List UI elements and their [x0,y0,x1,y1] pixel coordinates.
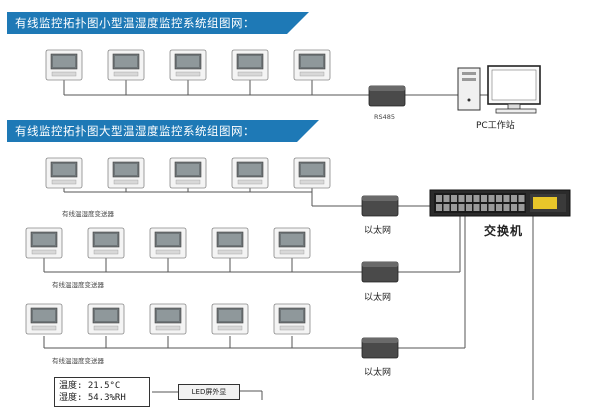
large-row1-sensor-1 [45,157,83,189]
large-row2-sensor-5 [273,227,311,259]
small-sensor-4 [231,49,269,81]
switch-port [518,204,525,211]
switch-port [443,204,450,211]
small-system-bus [63,80,488,96]
temperature-humidity-readout: 温度: 21.5°C 湿度: 54.3%RH [54,377,150,407]
switch-port [473,204,480,211]
led-display-label: LED屏外显 [178,384,240,400]
ethernet-converter-3 [361,337,399,359]
large-row1-sensor-5 [293,157,331,189]
switch-port [458,204,465,211]
rs485-label: RS485 [374,113,396,121]
large-row1-sensor-3 [169,157,207,189]
switch-port [436,204,442,211]
large-system-title: 有线监控拓扑图大型温湿度监控系统组图网： [7,120,319,142]
large-row2-sensor-4 [211,227,249,259]
pc-workstation [457,65,541,114]
switch-port [503,204,510,211]
switch-port [496,195,502,202]
small-sensor-3 [169,49,207,81]
switch-port [481,204,487,211]
large-row3-sensor-2 [87,303,125,335]
switch-port [451,204,457,211]
ethernet-converter-2 [361,261,399,283]
ethernet-label-2: 以太网 [364,293,392,303]
switch-port [481,195,487,202]
switch-port [511,204,517,211]
switch-port [496,204,502,211]
pc-workstation-label: PC工作站 [476,121,515,131]
transmitter-label-row3: 有线温湿度变送器 [52,357,104,365]
ethernet-label-3: 以太网 [364,368,392,378]
switch-label: 交换机 [484,224,524,238]
small-system-title: 有线监控拓扑图小型温湿度监控系统组图网： [7,12,309,34]
rs485-converter [368,85,406,107]
large-row3-sensor-1 [25,303,63,335]
switch-port [436,195,442,202]
transmitter-label-row1: 有线温湿度变送器 [62,210,114,218]
switch-port [473,195,480,202]
switch-port [511,195,517,202]
switch-port [488,195,495,202]
switch-port [488,204,495,211]
small-sensor-5 [293,49,331,81]
readout-temperature: 温度: 21.5°C [59,381,121,391]
small-sensor-1 [45,49,83,81]
switch-port [443,195,450,202]
large-row3-sensor-3 [149,303,187,335]
large-row3-sensor-5 [273,303,311,335]
switch-port [518,195,525,202]
transmitter-label-row2: 有线温湿度变送器 [52,281,104,289]
small-sensor-2 [107,49,145,81]
switch-port [458,195,465,202]
switch-port [466,195,472,202]
ethernet-converter-1 [361,195,399,217]
switch-port [503,195,510,202]
switch-port [466,204,472,211]
large-system-bus [43,188,534,400]
large-row3-sensor-4 [211,303,249,335]
large-row2-sensor-2 [87,227,125,259]
ethernet-label-1: 以太网 [364,226,392,236]
switch-port [451,195,457,202]
network-switch [429,189,571,217]
readout-humidity: 湿度: 54.3%RH [59,393,126,403]
large-row2-sensor-1 [25,227,63,259]
large-row2-sensor-3 [149,227,187,259]
large-row1-sensor-2 [107,157,145,189]
large-row1-sensor-4 [231,157,269,189]
